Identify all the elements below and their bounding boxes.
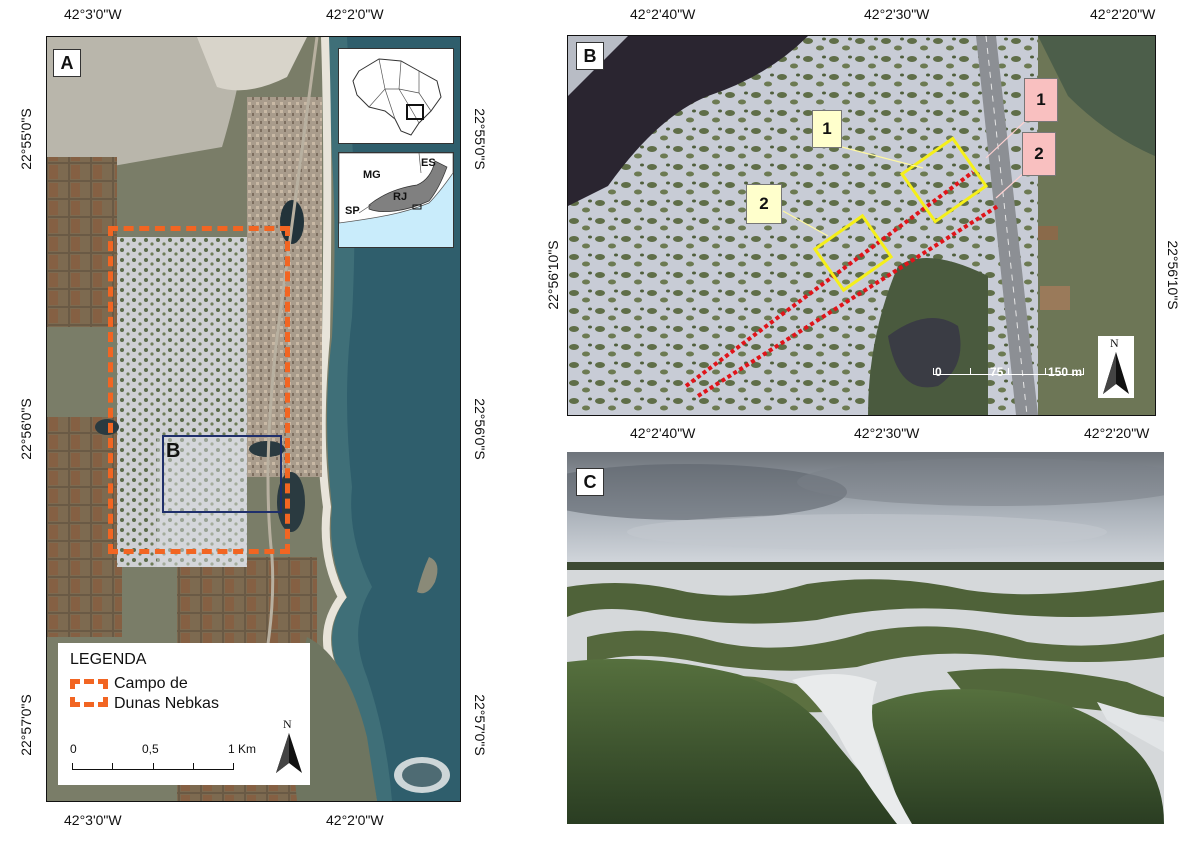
panel-a-left-coord-1: 22°55'0"S <box>18 108 34 170</box>
plot-label-1: 1 <box>812 110 842 148</box>
state-label-rj: RJ <box>393 191 408 203</box>
panel-c-letter: C <box>576 468 604 496</box>
panel-c-photo <box>567 452 1164 824</box>
panel-c-landscape-image <box>567 452 1164 824</box>
panel-b-bottom-coord-1: 42°2'40"W <box>630 425 696 441</box>
scale-label-1km: 1 Km <box>228 742 257 756</box>
state-label-es: ES <box>421 157 436 169</box>
panel-b-bottom-coord-2: 42°2'30"W <box>854 425 920 441</box>
panel-b-right-coord: 22°56'10"S <box>1165 240 1181 310</box>
legend-dune-symbol <box>70 679 108 707</box>
panel-b-extent-label: B <box>166 440 181 462</box>
states-map-icon <box>339 153 453 224</box>
north-arrow-b-icon <box>1103 352 1129 394</box>
panel-b-bottom-coord-3: 42°2'20"W <box>1084 425 1150 441</box>
panel-a-top-coord-2: 42°2'0"W <box>326 6 384 22</box>
panel-b-top-coord-3: 42°2'20"W <box>1090 6 1156 22</box>
panel-a-left-coord-2: 22°56'0"S <box>18 398 34 460</box>
inset-map-brazil <box>338 48 454 144</box>
north-label-b: N <box>1110 336 1119 350</box>
panel-b-extent-box <box>162 435 282 513</box>
dune-field-outline <box>108 226 290 554</box>
panel-b-aerial-image <box>568 36 1155 415</box>
panel-a-right-coord-1: 22°55'0"S <box>472 108 488 170</box>
panel-b-top-coord-1: 42°2'40"W <box>630 6 696 22</box>
legend-item-line2: Dunas Nebkas <box>114 695 219 712</box>
panel-b-top-coord-2: 42°2'30"W <box>864 6 930 22</box>
scale-label-0: 0 <box>70 742 77 756</box>
plot-label-2: 2 <box>746 184 782 224</box>
panel-b-scale-75: 75 <box>990 365 1004 379</box>
inset-map-states: MG ES RJ SP <box>338 152 454 248</box>
transect-label-1: 1 <box>1024 78 1058 122</box>
legend-title: LEGENDA <box>70 651 147 668</box>
transect-label-2: 2 <box>1022 132 1056 176</box>
panel-b-letter: B <box>576 42 604 70</box>
panel-a-legend: LEGENDA Campo de Dunas Nebkas 0 0,5 1 Km… <box>58 643 310 785</box>
panel-a-right-coord-2: 22°56'0"S <box>472 398 488 460</box>
panel-b-scale-150: 150 m <box>1048 365 1083 379</box>
brazil-outline-icon <box>352 58 442 136</box>
panel-a-left-coord-3: 22°57'0"S <box>18 694 34 756</box>
panel-a-bottom-coord-1: 42°3'0"W <box>64 812 122 828</box>
panel-b-left-coord: 22°56'10"S <box>545 240 561 310</box>
panel-a-bottom-coord-2: 42°2'0"W <box>326 812 384 828</box>
legend-item-line1: Campo de <box>114 675 188 692</box>
panel-a-top-coord-1: 42°3'0"W <box>64 6 122 22</box>
scale-label-05: 0,5 <box>142 742 159 756</box>
north-arrow-icon <box>276 733 302 773</box>
north-label-a: N <box>283 717 292 731</box>
state-label-mg: MG <box>363 169 381 181</box>
panel-a-right-coord-3: 22°57'0"S <box>472 694 488 756</box>
panel-b-map <box>567 35 1156 416</box>
state-label-sp: SP <box>345 205 360 217</box>
panel-a-letter: A <box>53 49 81 77</box>
panel-b-north-box: N <box>1098 336 1134 398</box>
panel-b-scale-0: 0 <box>935 365 942 379</box>
